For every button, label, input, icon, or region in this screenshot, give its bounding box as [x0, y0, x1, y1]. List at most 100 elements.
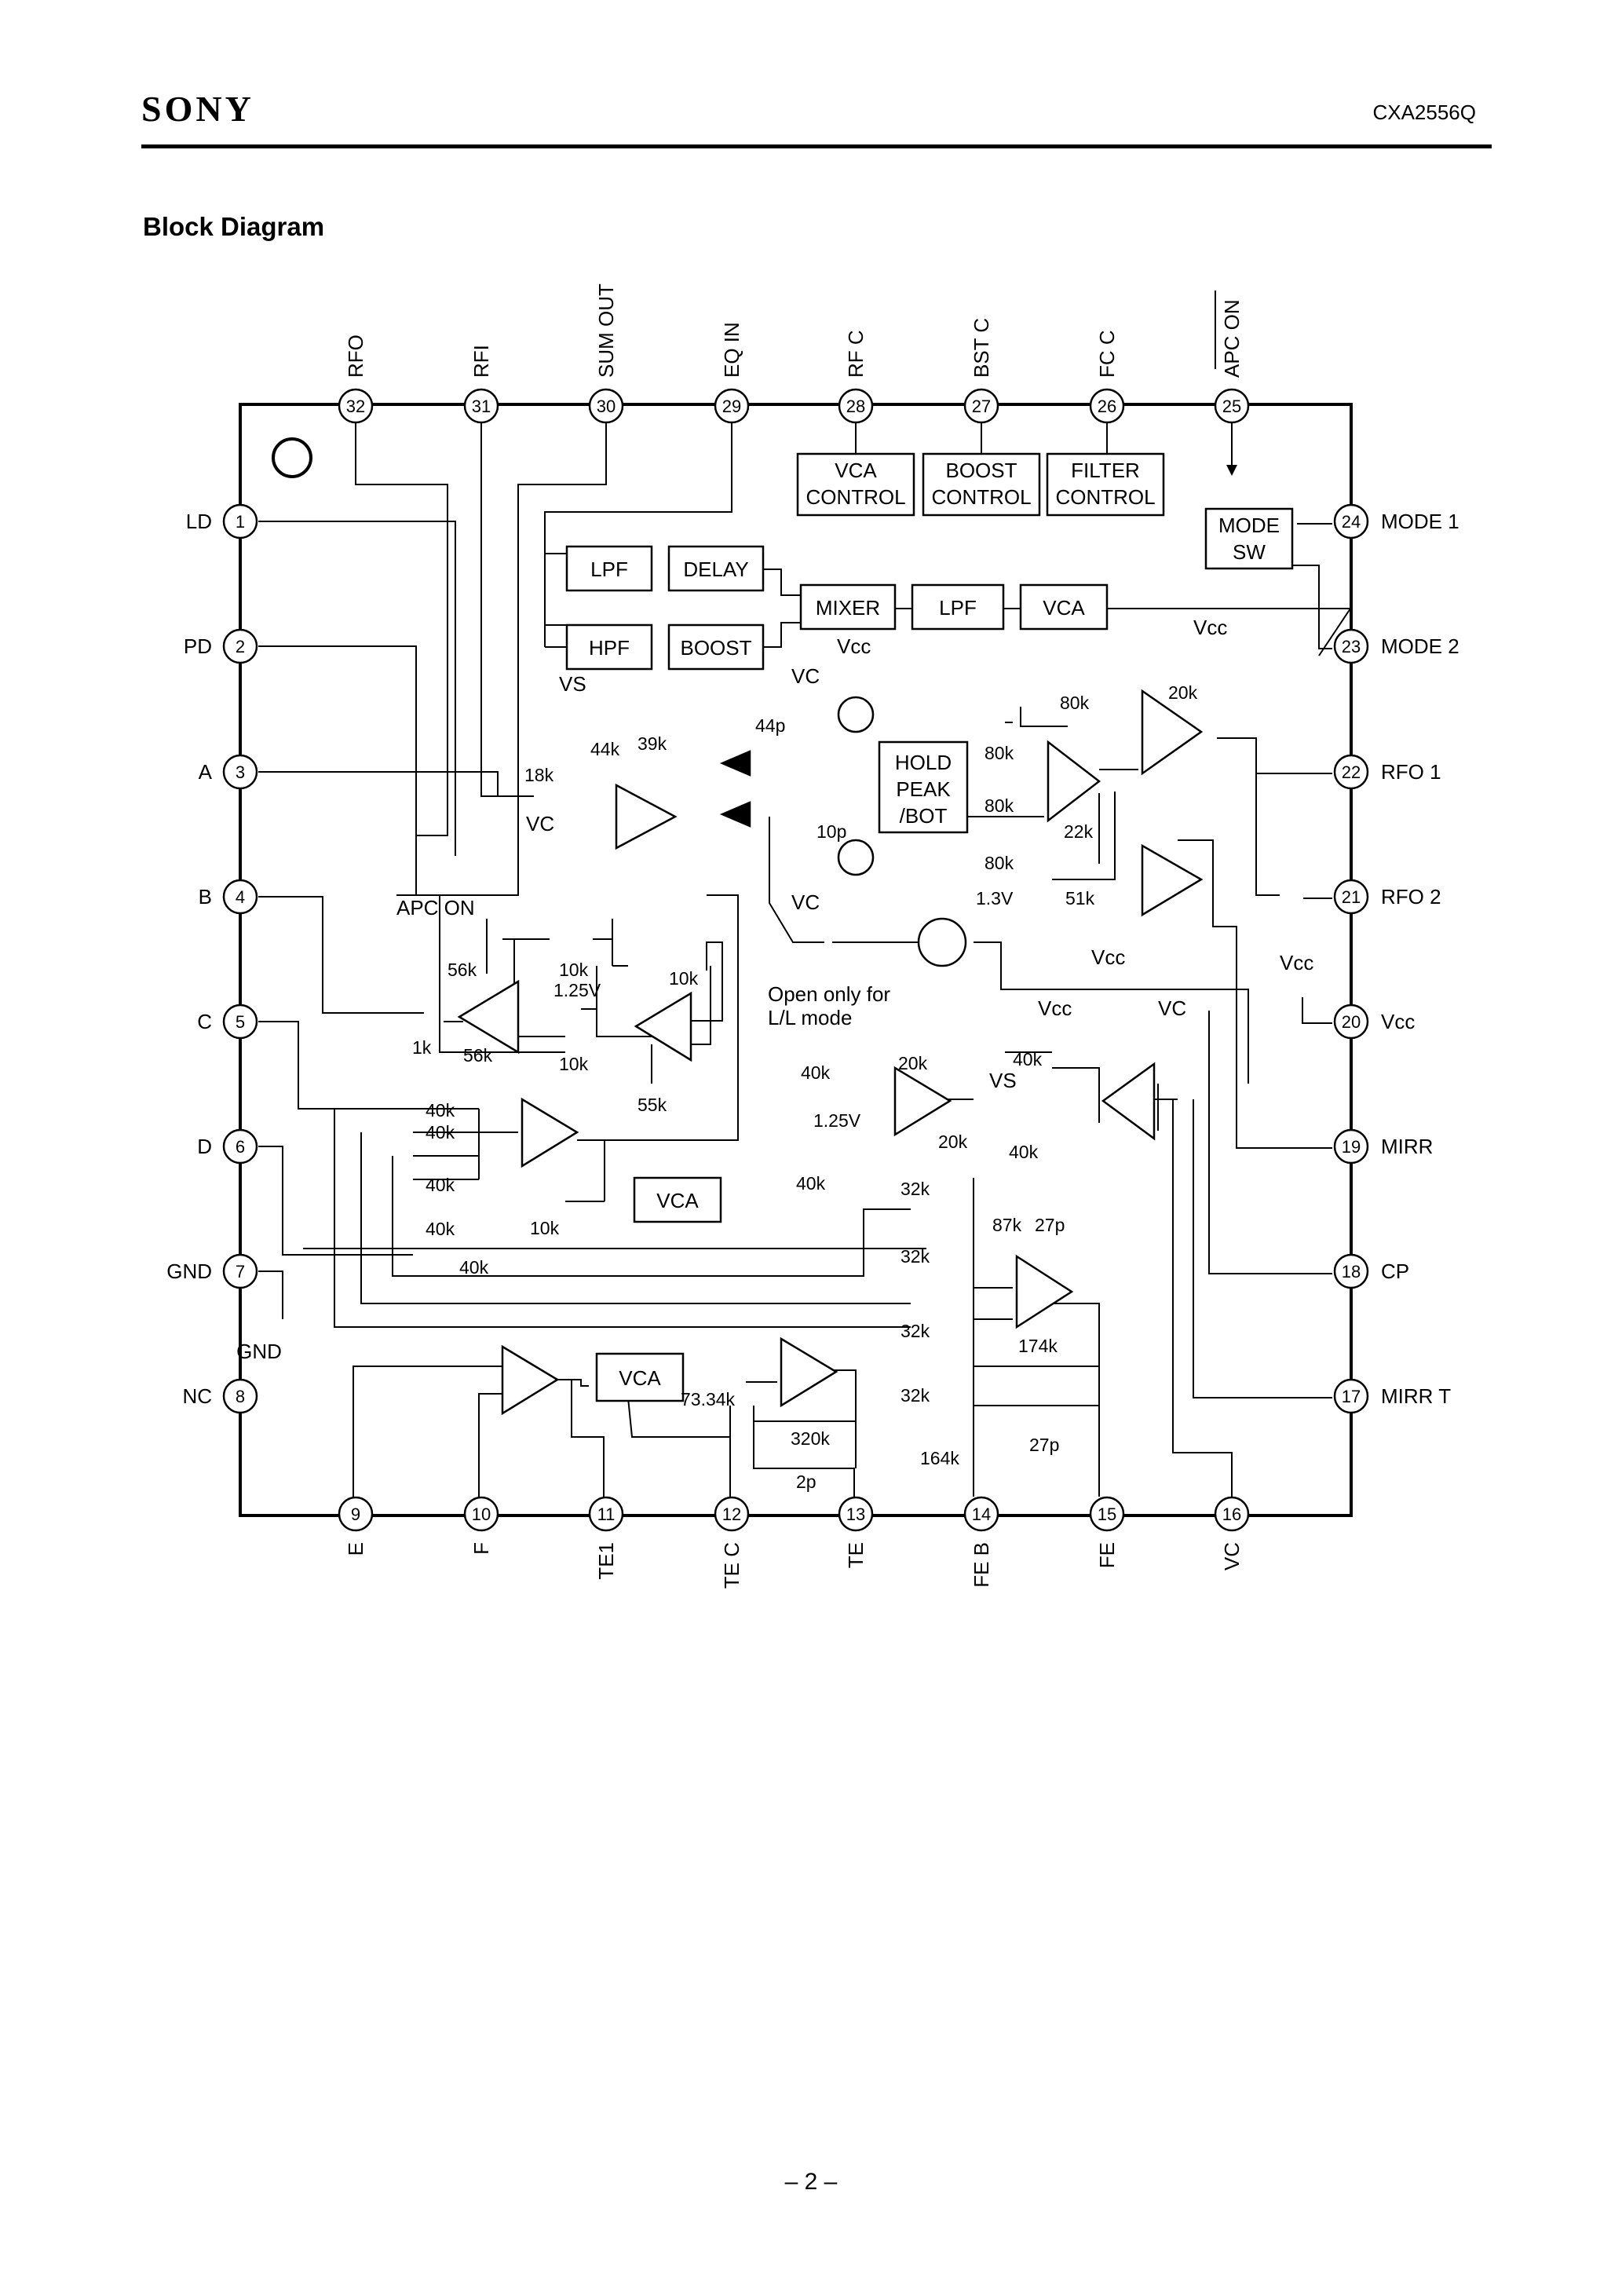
component-value: 87k — [992, 1215, 1022, 1235]
pin-number: 11 — [597, 1504, 616, 1524]
component-value: 20k — [938, 1132, 968, 1152]
page-number: – 2 – — [784, 2169, 838, 2195]
hold-peak-label-2: PEAK — [896, 777, 951, 801]
component-value: 39k — [637, 733, 667, 754]
pin-number: 27 — [972, 397, 991, 416]
vca-rf-block — [1019, 583, 1109, 631]
boost-block — [667, 623, 765, 671]
pin-label: Vcc — [1381, 1010, 1415, 1033]
variable-source — [917, 917, 967, 967]
pin-number: 7 — [236, 1262, 245, 1281]
section-title: Block Diagram — [143, 212, 325, 241]
mixer-block — [799, 583, 897, 631]
diode — [719, 801, 751, 828]
pin-label: RFO 2 — [1381, 885, 1441, 909]
pin-number: 31 — [472, 397, 491, 416]
lpf1-label: LPF — [590, 558, 628, 581]
filter-control-label-1: FILTER — [1071, 459, 1140, 482]
pin-23: 23 MODE 2 — [1333, 628, 1459, 664]
pin-9: 9E — [338, 1496, 374, 1556]
pin-label: EQ IN — [720, 322, 743, 378]
vcc-label-2: Vcc — [1193, 616, 1227, 639]
component-value: 40k — [426, 1122, 455, 1143]
lpf2-label: LPF — [939, 596, 977, 620]
pin-label: A — [199, 760, 213, 784]
vca-control-label-2: CONTROL — [806, 485, 905, 509]
component-value: 2p — [796, 1472, 816, 1492]
pin-label: C — [197, 1010, 212, 1033]
pin-number: 3 — [236, 762, 245, 782]
hpf-label: HPF — [589, 636, 630, 660]
pin-label: FC C — [1095, 330, 1119, 378]
component-value: 44p — [755, 715, 785, 736]
boost-label: BOOST — [680, 636, 751, 660]
hold-peak-block — [878, 740, 969, 834]
pin-label: D — [197, 1135, 212, 1158]
vca-control-label-1: VCA — [835, 459, 877, 482]
component-value: 40k — [1013, 1049, 1043, 1069]
pin-number: 9 — [351, 1504, 360, 1524]
pin-number: 8 — [236, 1387, 245, 1406]
pin-label: MODE 2 — [1381, 634, 1459, 658]
component-value: 10k — [559, 960, 589, 980]
component-value: 20k — [1168, 682, 1198, 703]
vc-label-4: VC — [1158, 996, 1186, 1020]
component-value: 40k — [426, 1100, 455, 1121]
pin-number: 1 — [236, 512, 245, 532]
vcc-label-4: Vcc — [1280, 951, 1313, 974]
pin-label: RF C — [844, 330, 868, 378]
blocks-layer — [565, 452, 1294, 1402]
wiring — [258, 423, 1352, 1497]
vca-rf-label: VCA — [1043, 596, 1085, 620]
component-value: 32k — [901, 1385, 930, 1406]
current-source — [837, 696, 875, 733]
component-value: 40k — [426, 1219, 455, 1239]
pin-label: NC — [182, 1384, 212, 1408]
pin-number: 23 — [1342, 637, 1361, 656]
component-value: 32k — [901, 1246, 930, 1267]
gnd-label: GND — [236, 1340, 282, 1363]
vcc-label-3: Vcc — [1091, 945, 1125, 969]
component-value: 20k — [898, 1053, 928, 1073]
op-amp — [1101, 1062, 1156, 1141]
header-rule — [141, 144, 1492, 148]
pin-label: TE C — [720, 1542, 743, 1589]
symbols — [457, 689, 1204, 1416]
annotations: GND APC ON Open only for L/L mode VS VS … — [236, 616, 1313, 1363]
vcc-label-5: Vcc — [1038, 996, 1072, 1020]
component-value: 80k — [1060, 693, 1090, 713]
op-amp — [457, 979, 520, 1055]
pin-label: PD — [184, 634, 212, 658]
apc-on-label: APC ON — [396, 896, 475, 919]
component-value: 80k — [985, 795, 1014, 816]
diode — [719, 750, 751, 777]
component-value: 51k — [1065, 888, 1095, 909]
pin-number: 10 — [472, 1504, 491, 1524]
brand-logo: SONY — [141, 89, 254, 129]
pin-label: RFI — [469, 345, 493, 378]
filter-control-block — [1046, 452, 1165, 517]
pin-6: 6D — [197, 1128, 258, 1164]
component-value: 80k — [985, 743, 1014, 763]
pin-number: 18 — [1342, 1262, 1361, 1281]
component-value: 22k — [1064, 821, 1094, 842]
pin-label: LD — [186, 510, 212, 533]
pin1-index-mark — [272, 437, 312, 478]
pin-number: 6 — [236, 1137, 245, 1157]
delay-block — [667, 545, 765, 592]
delay-label: DELAY — [683, 558, 748, 581]
pin-31: 31 RFI — [463, 345, 499, 424]
mode-sw-block — [1204, 507, 1294, 570]
